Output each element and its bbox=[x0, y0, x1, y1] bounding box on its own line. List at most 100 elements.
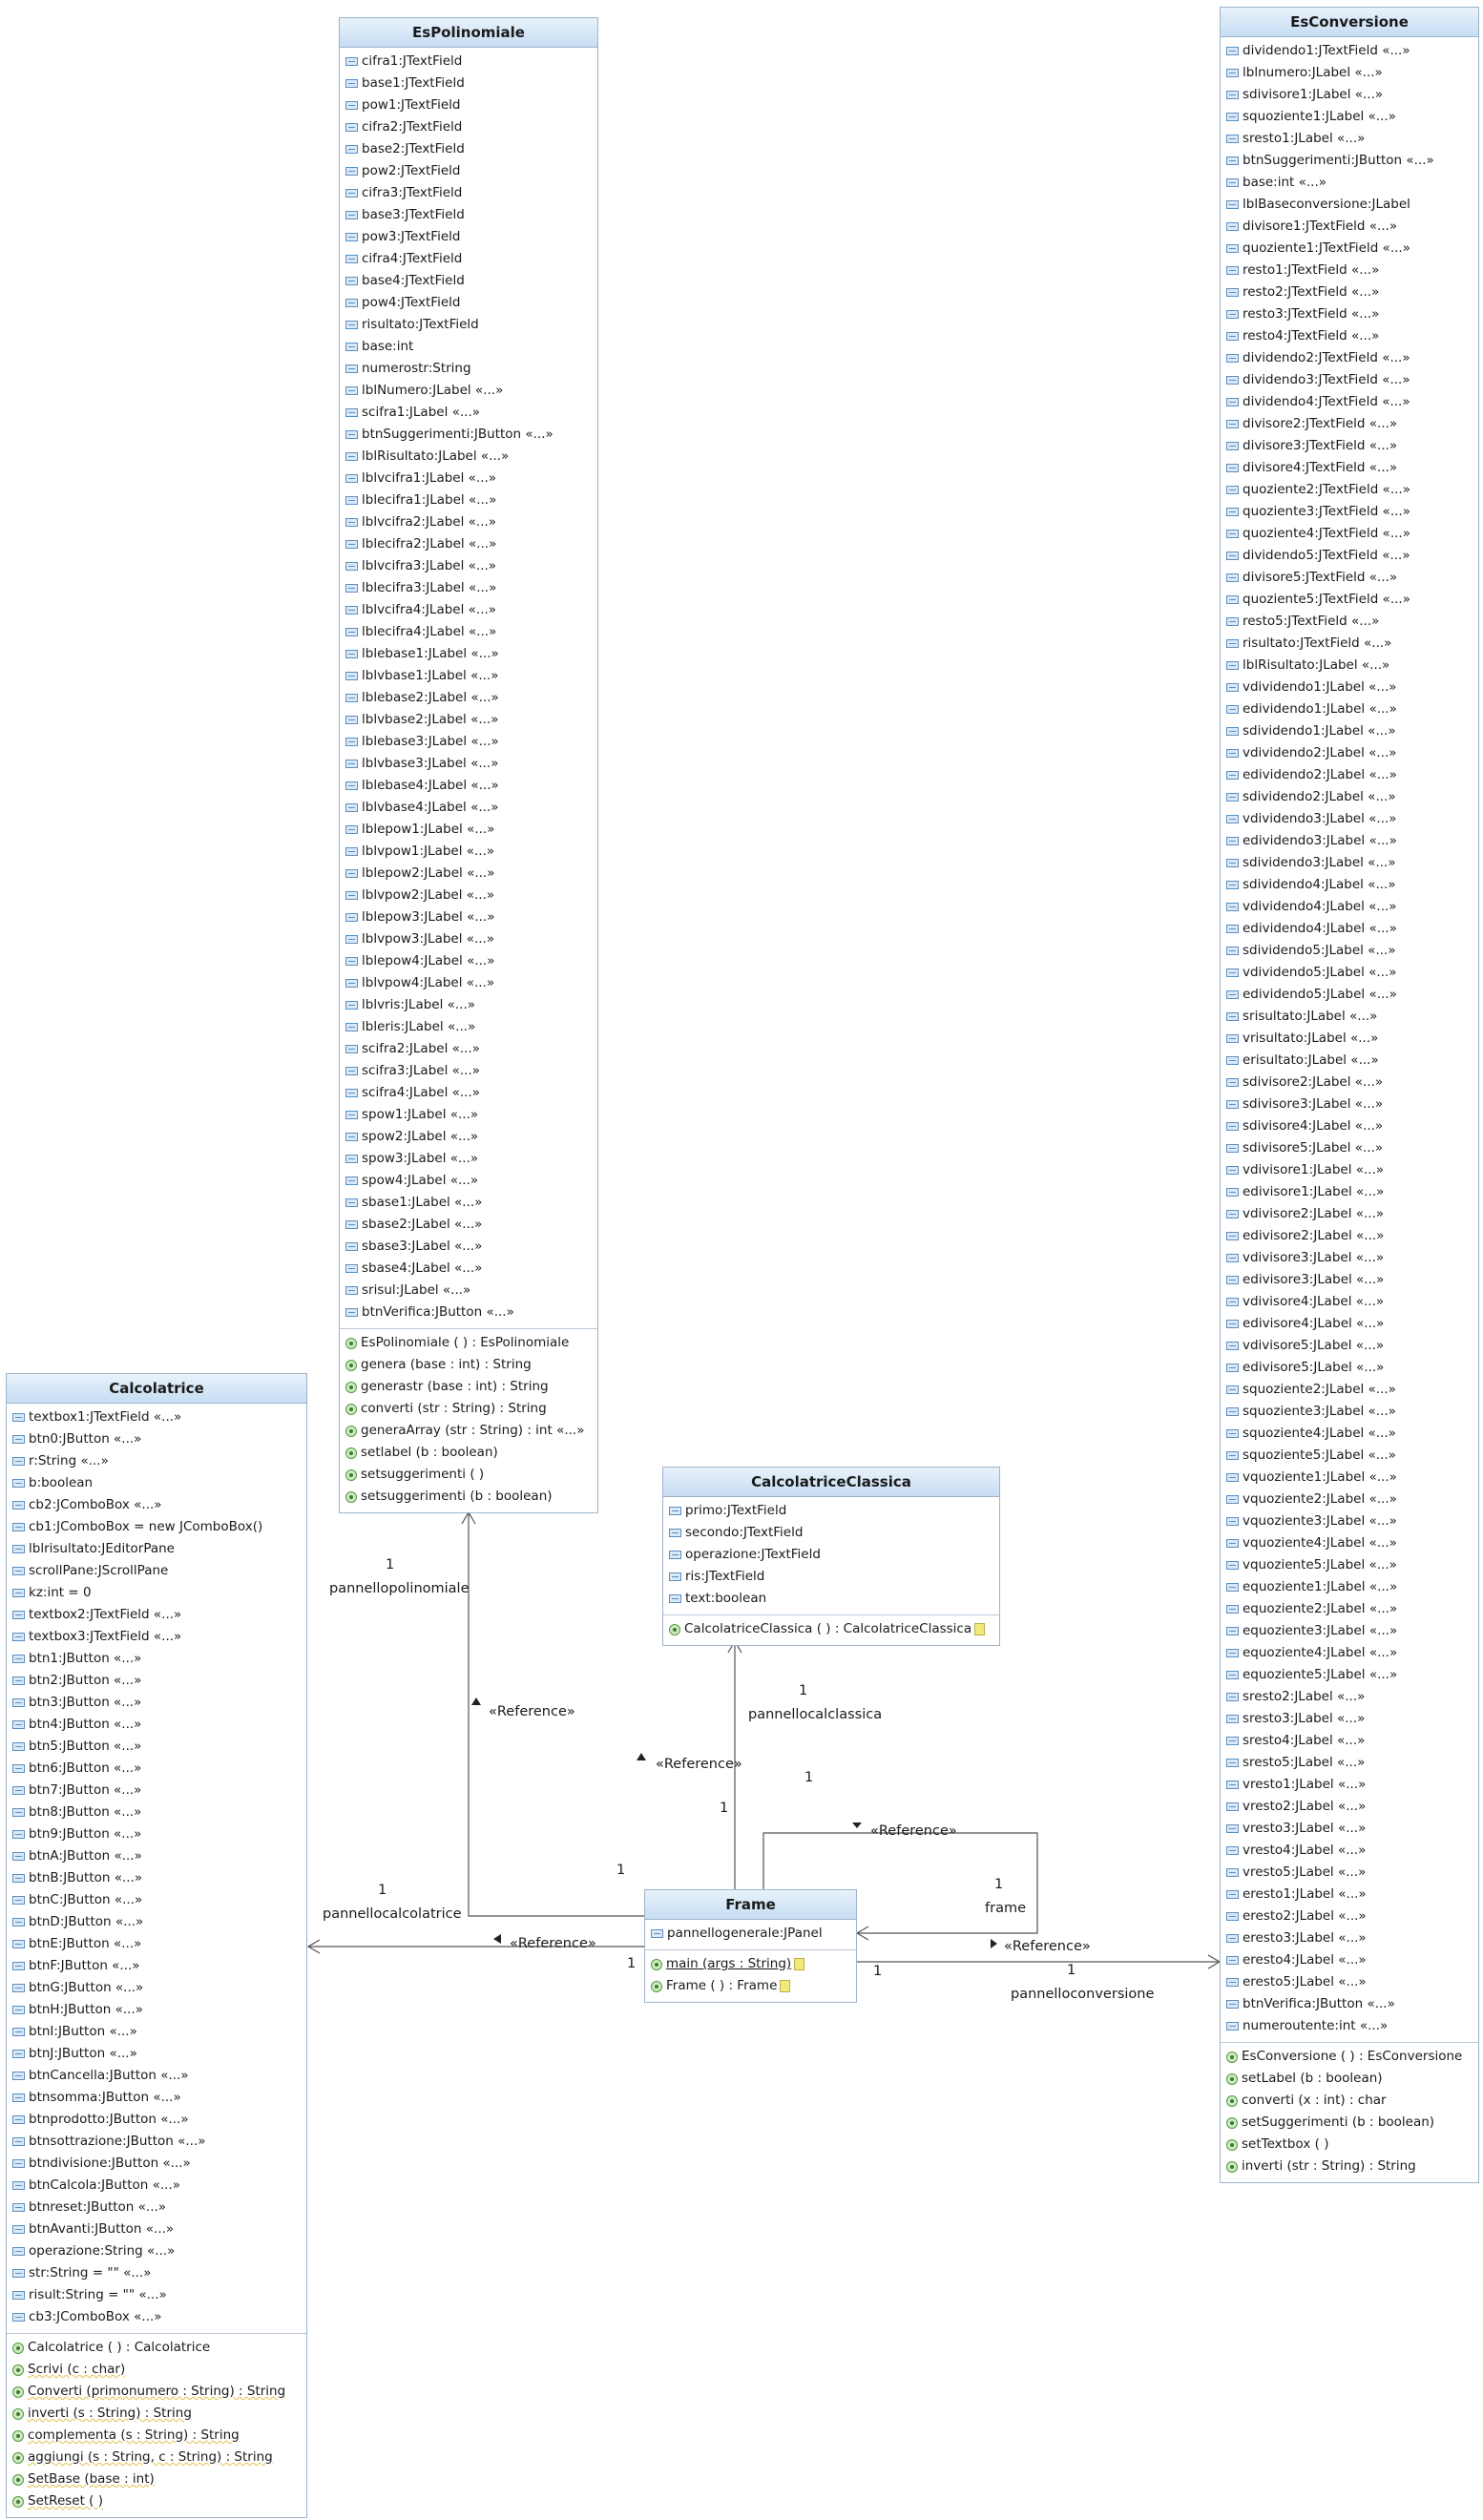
attribute-row[interactable]: cb1:JComboBox = new JComboBox() bbox=[7, 1516, 306, 1538]
attribute-row[interactable]: lblepow3:JLabel «...» bbox=[340, 906, 597, 928]
attribute-row[interactable]: risultato:JTextField bbox=[340, 314, 597, 336]
attribute-row[interactable]: vquoziente4:JLabel «...» bbox=[1221, 1532, 1478, 1554]
attribute-row[interactable]: btnAvanti:JButton «...» bbox=[7, 2218, 306, 2240]
attribute-row[interactable]: vresto1:JLabel «...» bbox=[1221, 1774, 1478, 1796]
operation-row[interactable]: converti (str : String) : String bbox=[340, 1398, 597, 1420]
attribute-row[interactable]: btnE:JButton «...» bbox=[7, 1933, 306, 1955]
attribute-row[interactable]: divisore1:JTextField «...» bbox=[1221, 216, 1478, 238]
attribute-row[interactable]: edivisore3:JLabel «...» bbox=[1221, 1269, 1478, 1291]
attribute-row[interactable]: sresto5:JLabel «...» bbox=[1221, 1752, 1478, 1774]
attribute-row[interactable]: squoziente3:JLabel «...» bbox=[1221, 1401, 1478, 1423]
attribute-row[interactable]: edividendo2:JLabel «...» bbox=[1221, 764, 1478, 786]
attribute-row[interactable]: edivisore5:JLabel «...» bbox=[1221, 1357, 1478, 1379]
attribute-row[interactable]: lblRisultato:JLabel «...» bbox=[340, 446, 597, 468]
attribute-row[interactable]: btnSuggerimenti:JButton «...» bbox=[340, 424, 597, 446]
operation-row[interactable]: Calcolatrice ( ) : Calcolatrice bbox=[7, 2337, 306, 2359]
attribute-row[interactable]: eresto3:JLabel «...» bbox=[1221, 1927, 1478, 1949]
operation-row[interactable]: EsConversione ( ) : EsConversione bbox=[1221, 2046, 1478, 2068]
attribute-row[interactable]: sdivisore3:JLabel «...» bbox=[1221, 1093, 1478, 1115]
attribute-row[interactable]: dividendo3:JTextField «...» bbox=[1221, 369, 1478, 391]
attribute-row[interactable]: lblnumero:JLabel «...» bbox=[1221, 62, 1478, 84]
attribute-row[interactable]: lblvpow3:JLabel «...» bbox=[340, 928, 597, 950]
attribute-row[interactable]: kz:int = 0 bbox=[7, 1582, 306, 1604]
attribute-row[interactable]: lblNumero:JLabel «...» bbox=[340, 380, 597, 402]
attribute-row[interactable]: quoziente4:JTextField «...» bbox=[1221, 523, 1478, 545]
attribute-row[interactable]: lblecifra4:JLabel «...» bbox=[340, 621, 597, 643]
attribute-row[interactable]: btn5:JButton «...» bbox=[7, 1736, 306, 1758]
operation-row[interactable]: setTextbox ( ) bbox=[1221, 2134, 1478, 2156]
attribute-row[interactable]: equoziente2:JLabel «...» bbox=[1221, 1598, 1478, 1620]
attribute-row[interactable]: sdividendo3:JLabel «...» bbox=[1221, 852, 1478, 874]
operation-row[interactable]: Frame ( ) : Frame bbox=[645, 1975, 856, 1997]
attribute-row[interactable]: sbase2:JLabel «...» bbox=[340, 1214, 597, 1236]
attribute-row[interactable]: cifra4:JTextField bbox=[340, 248, 597, 270]
attribute-row[interactable]: vdivisore4:JLabel «...» bbox=[1221, 1291, 1478, 1313]
attribute-row[interactable]: lblebase1:JLabel «...» bbox=[340, 643, 597, 665]
attribute-row[interactable]: lblvbase1:JLabel «...» bbox=[340, 665, 597, 687]
attribute-row[interactable]: vresto5:JLabel «...» bbox=[1221, 1862, 1478, 1884]
attribute-row[interactable]: pow1:JTextField bbox=[340, 94, 597, 116]
attribute-row[interactable]: spow3:JLabel «...» bbox=[340, 1148, 597, 1170]
attribute-row[interactable]: sdividendo5:JLabel «...» bbox=[1221, 940, 1478, 962]
attribute-row[interactable]: btnCancella:JButton «...» bbox=[7, 2065, 306, 2087]
attribute-row[interactable]: btnVerifica:JButton «...» bbox=[1221, 1993, 1478, 2015]
attribute-row[interactable]: squoziente2:JLabel «...» bbox=[1221, 1379, 1478, 1401]
attribute-row[interactable]: pannellogenerale:JPanel bbox=[645, 1923, 856, 1945]
operation-row[interactable]: SetReset ( ) bbox=[7, 2490, 306, 2512]
operation-row[interactable]: generastr (base : int) : String bbox=[340, 1376, 597, 1398]
attribute-row[interactable]: btnJ:JButton «...» bbox=[7, 2043, 306, 2065]
attribute-row[interactable]: lblrisultato:JEditorPane bbox=[7, 1538, 306, 1560]
attribute-row[interactable]: str:String = "" «...» bbox=[7, 2262, 306, 2284]
attribute-row[interactable]: lblvbase3:JLabel «...» bbox=[340, 753, 597, 775]
attribute-row[interactable]: dividendo1:JTextField «...» bbox=[1221, 40, 1478, 62]
attribute-row[interactable]: vdivisore3:JLabel «...» bbox=[1221, 1247, 1478, 1269]
attribute-row[interactable]: sbase4:JLabel «...» bbox=[340, 1258, 597, 1280]
attribute-row[interactable]: sdivisore1:JLabel «...» bbox=[1221, 84, 1478, 106]
attribute-row[interactable]: sresto4:JLabel «...» bbox=[1221, 1730, 1478, 1752]
attribute-row[interactable]: sdivisore4:JLabel «...» bbox=[1221, 1115, 1478, 1137]
attribute-row[interactable]: edivisore4:JLabel «...» bbox=[1221, 1313, 1478, 1335]
operation-row[interactable]: Converti (primonumero : String) : String bbox=[7, 2381, 306, 2403]
operation-row[interactable]: inverti (s : String) : String bbox=[7, 2403, 306, 2425]
attribute-row[interactable]: lblvcifra3:JLabel «...» bbox=[340, 555, 597, 577]
attribute-row[interactable]: quoziente1:JTextField «...» bbox=[1221, 238, 1478, 260]
attribute-row[interactable]: sdivisore2:JLabel «...» bbox=[1221, 1072, 1478, 1093]
attribute-row[interactable]: btn4:JButton «...» bbox=[7, 1714, 306, 1736]
attribute-row[interactable]: eresto4:JLabel «...» bbox=[1221, 1949, 1478, 1971]
attribute-row[interactable]: sdivisore5:JLabel «...» bbox=[1221, 1137, 1478, 1159]
attribute-row[interactable]: lblRisultato:JLabel «...» bbox=[1221, 655, 1478, 677]
attribute-row[interactable]: lblecifra1:JLabel «...» bbox=[340, 489, 597, 511]
attribute-row[interactable]: sbase3:JLabel «...» bbox=[340, 1236, 597, 1258]
attribute-row[interactable]: btnsomma:JButton «...» bbox=[7, 2087, 306, 2109]
attribute-row[interactable]: numerostr:String bbox=[340, 358, 597, 380]
attribute-row[interactable]: spow1:JLabel «...» bbox=[340, 1104, 597, 1126]
attribute-row[interactable]: sresto1:JLabel «...» bbox=[1221, 128, 1478, 150]
attribute-row[interactable]: equoziente4:JLabel «...» bbox=[1221, 1642, 1478, 1664]
attribute-row[interactable]: equoziente5:JLabel «...» bbox=[1221, 1664, 1478, 1686]
attribute-row[interactable]: numeroutente:int «...» bbox=[1221, 2015, 1478, 2037]
attribute-row[interactable]: base4:JTextField bbox=[340, 270, 597, 292]
attribute-row[interactable]: text:boolean bbox=[663, 1588, 999, 1610]
attribute-row[interactable]: lblepow4:JLabel «...» bbox=[340, 950, 597, 972]
attribute-row[interactable]: operazione:JTextField bbox=[663, 1544, 999, 1566]
attribute-row[interactable]: lblebase4:JLabel «...» bbox=[340, 775, 597, 797]
attribute-row[interactable]: squoziente5:JLabel «...» bbox=[1221, 1445, 1478, 1467]
attribute-row[interactable]: lblvpow4:JLabel «...» bbox=[340, 972, 597, 994]
attribute-row[interactable]: spow2:JLabel «...» bbox=[340, 1126, 597, 1148]
attribute-row[interactable]: lblebase3:JLabel «...» bbox=[340, 731, 597, 753]
attribute-row[interactable]: equoziente1:JLabel «...» bbox=[1221, 1576, 1478, 1598]
attribute-row[interactable]: vquoziente5:JLabel «...» bbox=[1221, 1554, 1478, 1576]
attribute-row[interactable]: pow2:JTextField bbox=[340, 160, 597, 182]
class-frame[interactable]: Frame pannellogenerale:JPanel main (args… bbox=[644, 1889, 857, 2003]
attribute-row[interactable]: textbox3:JTextField «...» bbox=[7, 1626, 306, 1648]
operation-row[interactable]: setsuggerimenti (b : boolean) bbox=[340, 1486, 597, 1508]
attribute-row[interactable]: lblvcifra4:JLabel «...» bbox=[340, 599, 597, 621]
attribute-row[interactable]: operazione:String «...» bbox=[7, 2240, 306, 2262]
attribute-row[interactable]: risultato:JTextField «...» bbox=[1221, 633, 1478, 655]
attribute-row[interactable]: vdivisore1:JLabel «...» bbox=[1221, 1159, 1478, 1181]
attribute-row[interactable]: vdividendo1:JLabel «...» bbox=[1221, 677, 1478, 698]
attribute-row[interactable]: cb2:JComboBox «...» bbox=[7, 1494, 306, 1516]
attribute-row[interactable]: btnH:JButton «...» bbox=[7, 1999, 306, 2021]
attribute-row[interactable]: btn7:JButton «...» bbox=[7, 1780, 306, 1801]
